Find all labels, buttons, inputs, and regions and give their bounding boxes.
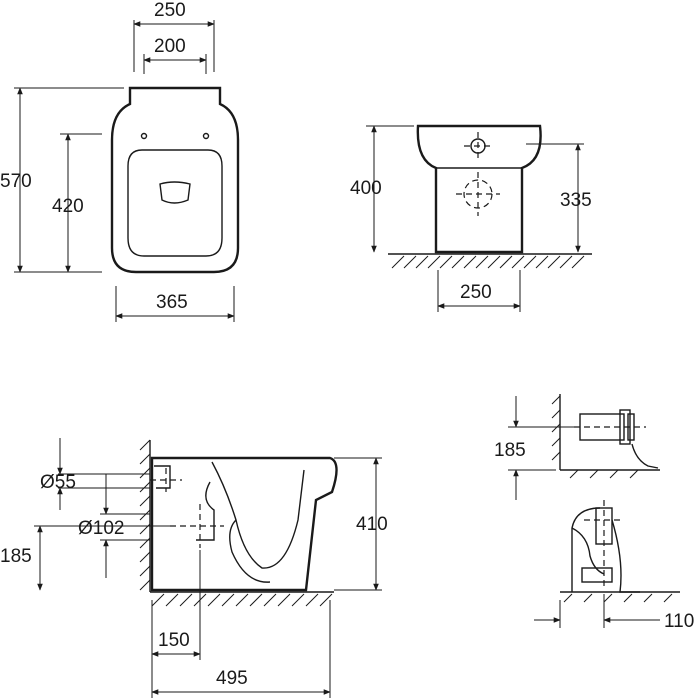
top-view-drain-hole — [159, 181, 191, 204]
top-view-length-dim: 570 — [0, 171, 32, 192]
detail-vertical-outlet-dim: 110 — [664, 611, 694, 632]
top-view-bowl-opening — [127, 149, 223, 257]
side-view-trap-path — [211, 461, 305, 569]
detail-horizontal-outlet-dim: 185 — [494, 440, 526, 461]
side-view-height-dim: 410 — [356, 514, 388, 535]
top-view-hinge-right — [202, 132, 210, 140]
connection-detail: 185 110 — [494, 394, 694, 632]
detail-vertical-hatch — [563, 593, 673, 603]
front-view-base-width-dim: 250 — [460, 282, 492, 303]
side-view-floor-hatch — [151, 593, 333, 607]
top-view-bowl-length-dim: 420 — [52, 196, 84, 217]
side-view-depth-dim: 495 — [216, 668, 248, 689]
side-view-outlet-height-dim: 185 — [0, 546, 32, 567]
top-view-seat-outline — [110, 86, 240, 274]
top-view-width-dim: 250 — [154, 0, 186, 21]
side-view-wall-hatch — [139, 439, 151, 591]
detail-horizontal-hatch — [551, 395, 639, 479]
top-view: 250 200 570 420 365 — [0, 0, 240, 322]
side-view-outlet-offset-dim: 150 — [158, 630, 190, 651]
top-view-seat-width-dim: 200 — [154, 36, 186, 57]
front-view-bowl-outline — [416, 124, 542, 254]
side-view-outlet-diameter-dim: Ø102 — [78, 518, 124, 539]
front-view: 400 335 250 — [350, 124, 592, 312]
front-view-floor-hatch — [391, 255, 585, 269]
side-view-outlet-bend — [196, 481, 215, 541]
front-view-outlet-height-dim: 335 — [560, 190, 592, 211]
side-view-inlet — [154, 465, 171, 489]
top-view-hinge-left — [140, 132, 148, 140]
top-view-base-width-dim: 365 — [156, 292, 188, 313]
side-view-body-outline — [150, 456, 338, 592]
side-view: Ø55 Ø102 185 410 150 495 — [0, 438, 388, 698]
front-view-height-dim: 400 — [350, 178, 382, 199]
side-view-inlet-diameter-dim: Ø55 — [40, 472, 76, 493]
detail-vertical-body — [571, 507, 601, 592]
